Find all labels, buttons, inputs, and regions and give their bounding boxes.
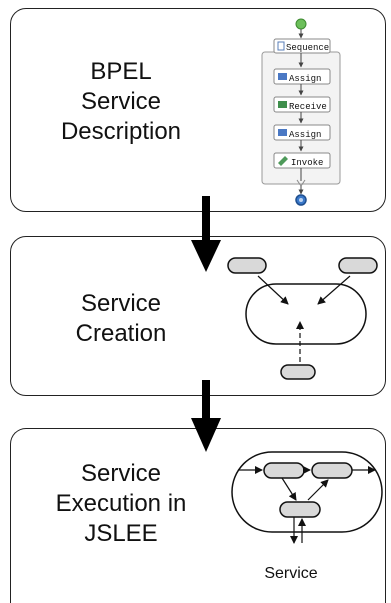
activity-label: Invoke — [291, 158, 323, 168]
component-node — [311, 462, 353, 479]
title-line: Service — [80, 88, 162, 115]
activity-receive: Receive — [273, 96, 331, 113]
flow-arrow-1 — [191, 196, 221, 272]
panel-title: BPEL Service Description — [21, 57, 221, 147]
activity-label: Assign — [289, 74, 321, 84]
sequence-label: Sequence — [286, 43, 329, 53]
service-creation-diagram — [227, 257, 378, 380]
component-node — [263, 462, 305, 479]
flow-arrow-2 — [191, 380, 221, 452]
title-line: Creation — [75, 320, 167, 347]
title-line: Execution in — [55, 490, 187, 517]
component-node — [279, 501, 321, 518]
activity-label: Receive — [289, 102, 327, 112]
activity-assign: Assign — [273, 68, 331, 85]
title-line: Description — [60, 118, 182, 145]
bpel-process-diagram: Sequence Assign Receive Assign Invoke — [261, 18, 341, 206]
panel-title: Service Creation — [21, 289, 221, 349]
component-node — [227, 257, 267, 274]
assign-icon — [278, 73, 287, 80]
service-label: Service — [264, 565, 317, 582]
title-line: BPEL — [90, 58, 152, 85]
activity-label: Assign — [289, 130, 321, 140]
title-line: Service — [80, 290, 162, 317]
service-container — [245, 283, 367, 345]
activity-invoke: Invoke — [273, 152, 331, 169]
start-node-icon — [295, 18, 307, 30]
component-node — [280, 364, 316, 380]
invoke-icon — [278, 156, 288, 166]
component-node — [338, 257, 378, 274]
panel-title: Service Execution in JSLEE — [21, 459, 221, 549]
receive-icon — [278, 101, 287, 108]
service-container — [231, 451, 383, 533]
assign-icon — [278, 129, 287, 136]
title-line: JSLEE — [84, 520, 158, 547]
title-line: Service — [80, 460, 162, 487]
sequence-icon — [277, 41, 285, 51]
activity-assign: Assign — [273, 124, 331, 141]
service-execution-diagram: Service — [231, 451, 383, 582]
sequence-header — [273, 38, 331, 54]
